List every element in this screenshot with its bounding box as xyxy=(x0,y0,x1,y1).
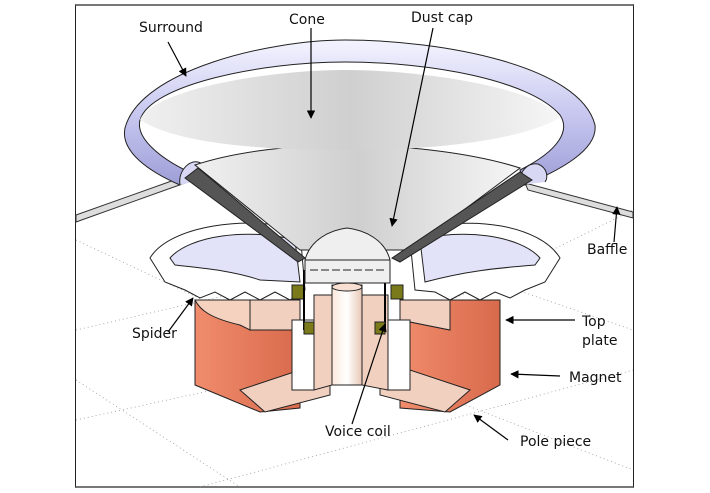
dust-cap-arrow xyxy=(389,27,434,227)
label-cone: Cone xyxy=(289,12,325,28)
label-top-plate-line1: Top xyxy=(582,314,606,330)
pole-piece-arrow xyxy=(473,414,509,441)
label-magnet: Magnet xyxy=(569,370,622,386)
label-top-plate-line2: plate xyxy=(582,333,618,349)
cone xyxy=(140,70,560,263)
magnet-arrow xyxy=(510,370,561,379)
label-spider: Spider xyxy=(132,326,177,342)
label-dust-cap: Dust cap xyxy=(411,10,474,26)
label-baffle: Baffle xyxy=(587,242,628,258)
spider-arrow xyxy=(167,297,194,333)
voice-coil-arrow xyxy=(351,323,387,425)
dust-cap xyxy=(304,227,391,284)
leader-lines xyxy=(167,27,621,441)
baffle-arrow xyxy=(612,206,621,243)
label-voice-coil: Voice coil xyxy=(325,424,391,440)
label-pole-piece: Pole piece xyxy=(520,434,592,450)
label-surround: Surround xyxy=(139,20,203,36)
surround-arrow xyxy=(167,41,187,77)
motor-assembly xyxy=(194,282,501,413)
